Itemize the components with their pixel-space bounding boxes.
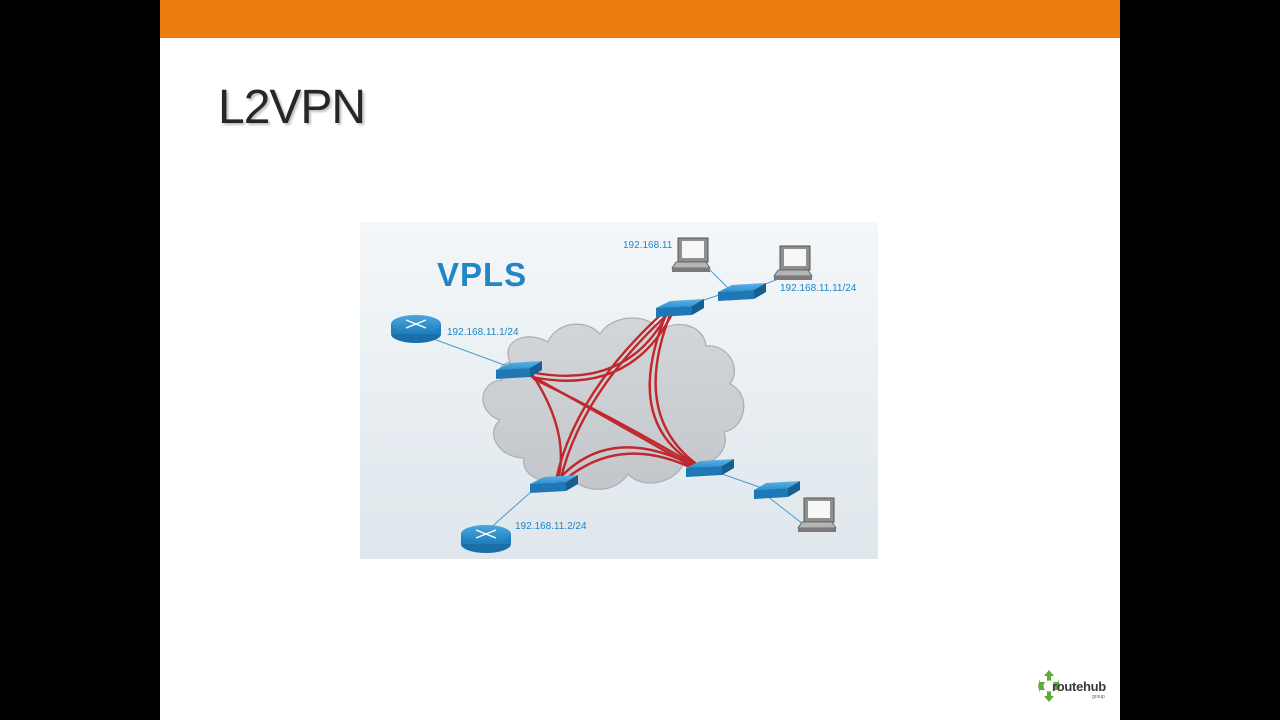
router-top	[391, 315, 441, 343]
top-accent-bar	[160, 0, 1120, 38]
slide-title: L2VPN	[218, 81, 366, 134]
diagram-canvas	[391, 237, 837, 553]
router-bottom-ip-label: 192.168.11.2/24	[515, 521, 587, 532]
pc-top-left-ip-label: 192.168.11	[623, 240, 673, 251]
slide: L2VPN	[160, 0, 1120, 720]
pc-top-right-ip-label: 192.168.11.11/24	[780, 283, 857, 294]
switch-right	[686, 459, 734, 477]
pc-top-left-icon	[671, 237, 711, 272]
switch-top-right	[718, 283, 766, 301]
pc-bottom-right-icon	[797, 497, 837, 532]
switch-top	[656, 299, 704, 317]
diagram-heading: VPLS	[437, 256, 528, 293]
switch-bottom	[530, 475, 578, 493]
routehub-logo-icon	[1038, 670, 1060, 702]
switch-bottom-right	[754, 481, 800, 499]
router-top-ip-label: 192.168.11.1/24	[447, 327, 519, 338]
vpls-diagram: VPLS 192.168.11.1/24 192.168.11.2/24 192…	[360, 222, 878, 559]
pseudowire-mesh	[528, 306, 704, 486]
switch-left	[496, 361, 542, 379]
logo-text: routehub	[1052, 679, 1106, 694]
pc-top-right-icon	[773, 245, 813, 280]
routehub-logo: routehub group	[1038, 668, 1108, 704]
router-bottom	[461, 525, 511, 553]
logo-subtext: group	[1092, 694, 1105, 700]
